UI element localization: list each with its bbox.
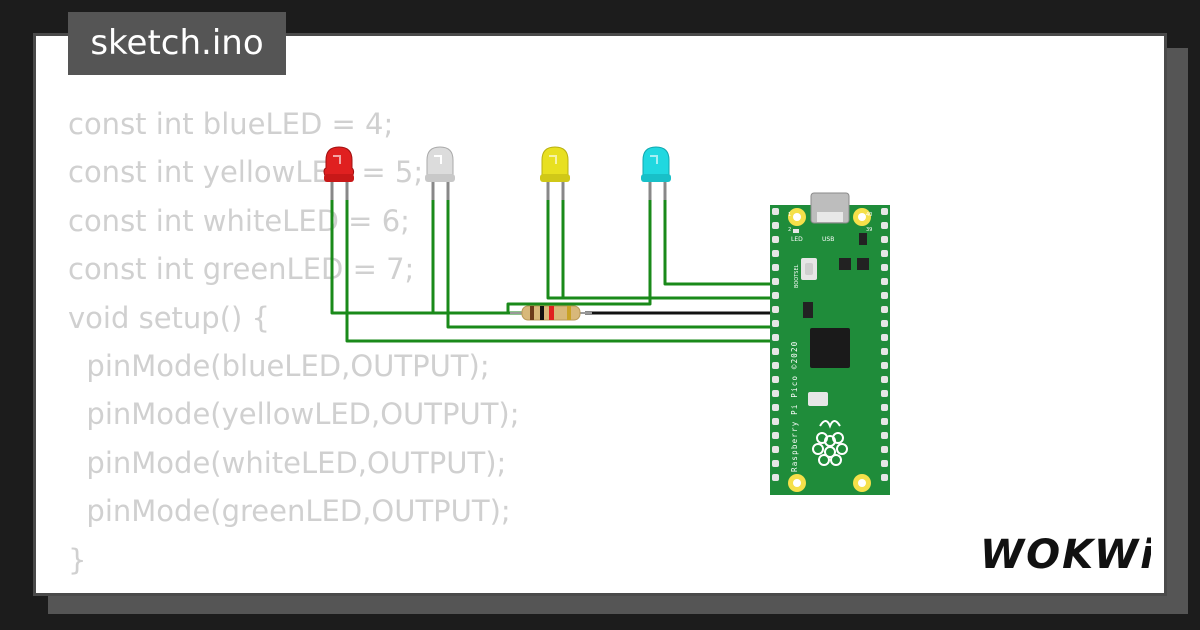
board-bootsel-label: BOOTSEL bbox=[794, 264, 800, 288]
board-name-label: Raspberry Pi Pico ©2020 bbox=[790, 341, 799, 472]
code-line: pinMode(blueLED,OUTPUT); bbox=[68, 348, 490, 383]
wire-red-led-2 bbox=[345, 198, 780, 343]
board-pin-40-label: 40 bbox=[866, 212, 872, 218]
code-line: const int greenLED = 7; bbox=[68, 252, 415, 287]
code-line: pinMode(whiteLED,OUTPUT); bbox=[68, 445, 507, 480]
wire-yellow-led bbox=[546, 198, 780, 300]
wire-cyan-led bbox=[506, 198, 652, 313]
code-line: pinMode(greenLED,OUTPUT); bbox=[68, 494, 511, 529]
code-line: const int whiteLED = 6; bbox=[68, 203, 410, 238]
file-name-tab: sketch.ino bbox=[68, 12, 286, 75]
board-pin-39-label: 39 bbox=[866, 227, 872, 233]
code-line: } bbox=[68, 542, 87, 577]
led-cyan bbox=[641, 146, 671, 200]
wire-cyan-led-2 bbox=[663, 198, 780, 286]
wires bbox=[330, 198, 780, 343]
code-line: void setup() { bbox=[68, 300, 270, 335]
wire-red-led bbox=[330, 198, 545, 315]
board-pin-2-label: 2 bbox=[788, 227, 791, 233]
code-preview: const int blueLED = 4;const int yellowLE… bbox=[68, 100, 520, 584]
board-pin-1-label: 1 bbox=[788, 212, 791, 218]
code-line: pinMode(yellowLED,OUTPUT); bbox=[68, 397, 520, 432]
wire-white-led-2 bbox=[446, 198, 780, 329]
code-line: const int blueLED = 4; bbox=[68, 107, 394, 141]
board-led-label: LED bbox=[791, 236, 803, 243]
led-yellow bbox=[540, 146, 570, 200]
led-white bbox=[425, 146, 455, 200]
wire-white-led bbox=[431, 198, 520, 315]
pico-board: 1 2 40 39 LED USB BOOTSEL Raspberry Pi P… bbox=[770, 192, 890, 495]
board-usb-label: USB bbox=[822, 236, 834, 243]
raspberry-logo bbox=[812, 420, 848, 466]
resistor bbox=[510, 305, 592, 321]
wokwi-logo-mark: WOKWi bbox=[980, 532, 1154, 578]
led-red bbox=[323, 146, 355, 200]
wokwi-logo: WOKWi bbox=[976, 524, 1154, 580]
wokwi-logo-text: WOKWi bbox=[980, 532, 1151, 578]
